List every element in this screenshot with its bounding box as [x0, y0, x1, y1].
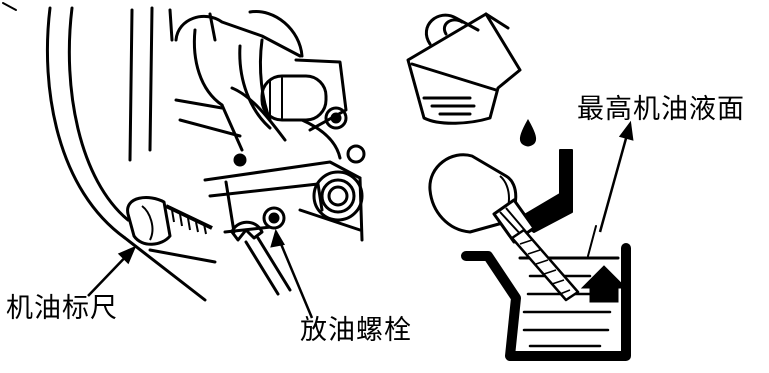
drain-bolt-icon: [262, 206, 286, 230]
engine-illustration: [2, 2, 366, 302]
max-oil-level-label: 最高机油液面: [577, 94, 745, 125]
oil-jug-icon: [406, 12, 522, 125]
wrench-icon: [230, 220, 292, 296]
dipstick-label: 机油标尺: [6, 293, 118, 324]
dipstick-icon: [126, 196, 213, 246]
filler-cap-icon: [428, 153, 580, 302]
leader-arrows: [87, 120, 634, 319]
drain-bolt-label: 放油螺栓: [300, 315, 412, 346]
up-arrow-icon: [580, 265, 628, 303]
oil-drop-icon: [520, 118, 536, 147]
